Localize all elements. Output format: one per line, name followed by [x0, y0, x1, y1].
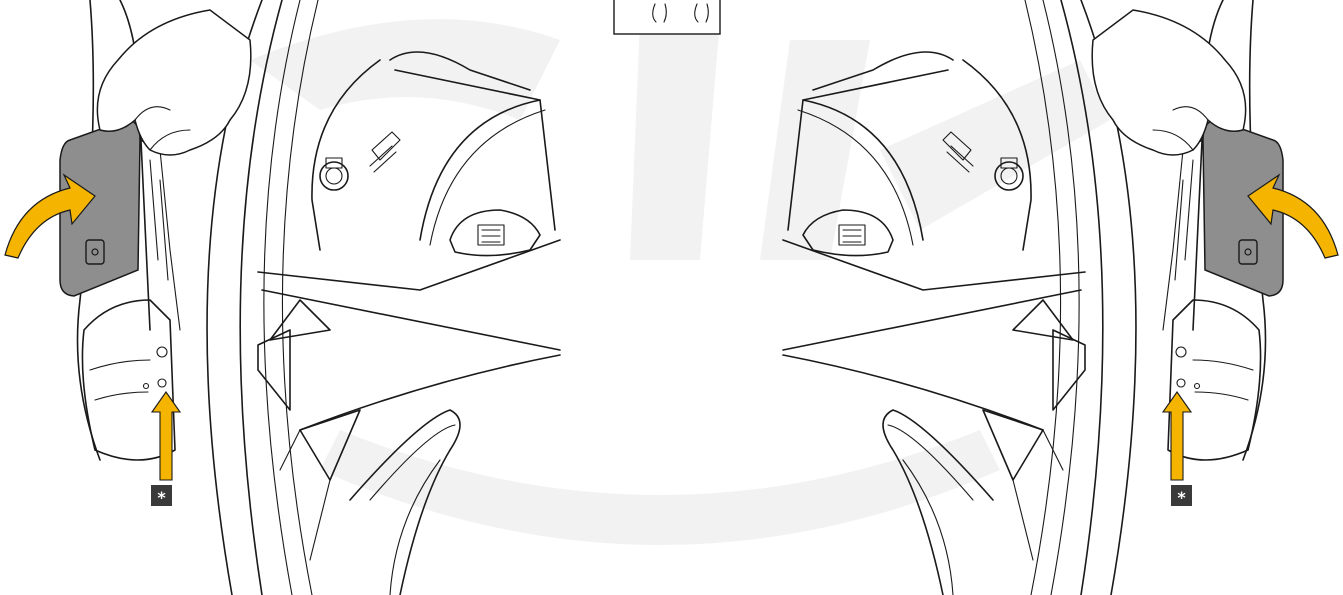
left-bolt	[320, 158, 348, 190]
watermark	[250, 19, 1110, 545]
left-caliper	[370, 132, 400, 172]
right-star-marker: *	[1177, 488, 1186, 507]
right-up-arrow-icon	[1163, 392, 1191, 480]
left-up-arrow-icon	[152, 392, 180, 480]
svg-text:*: *	[157, 488, 166, 507]
left-star-marker: *	[151, 485, 172, 507]
left-sensor	[450, 210, 540, 256]
clip-detail-icon	[614, 0, 720, 34]
